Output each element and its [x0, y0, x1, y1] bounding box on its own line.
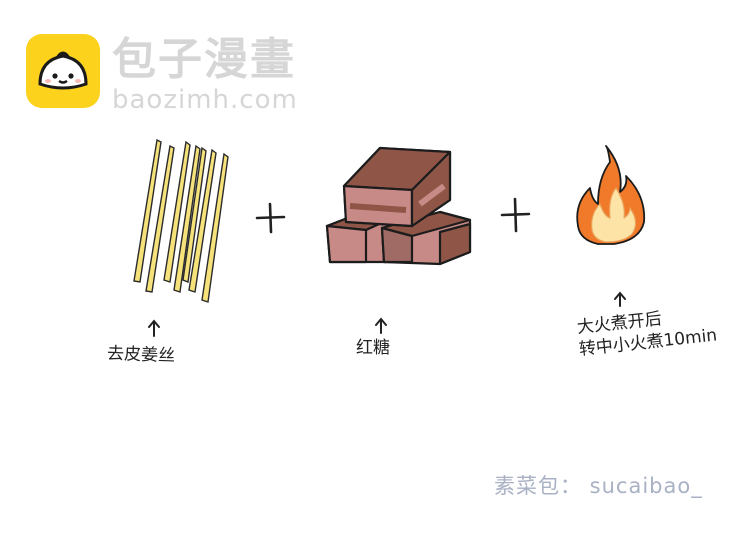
ingredient-label-ginger: 去皮姜丝 [106, 343, 176, 367]
plus-icon [500, 197, 531, 233]
brown-sugar-icon [325, 146, 472, 266]
arrow-up-icon [148, 319, 160, 337]
arrow-up-icon [614, 291, 626, 307]
brand-title: 包子漫畫 [112, 34, 296, 85]
author-credit: 素菜包： sucaibao_ [494, 474, 703, 498]
bun-mascot-icon [26, 34, 100, 108]
fire-icon [576, 145, 646, 245]
ingredient-label-sugar: 红糖 [356, 338, 390, 358]
plus-icon [255, 202, 286, 234]
arrow-up-icon [375, 317, 387, 334]
brand-url: baozimh.com [112, 85, 298, 115]
ginger-strips-icon [133, 138, 229, 303]
